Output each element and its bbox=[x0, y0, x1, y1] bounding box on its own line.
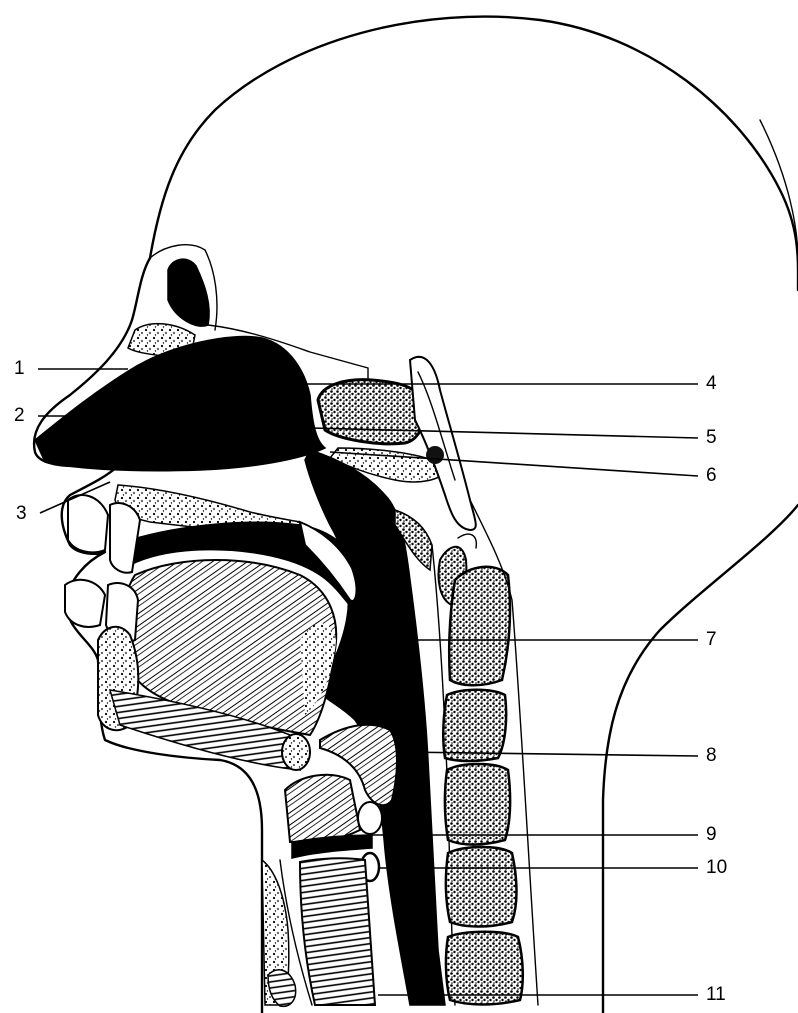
vertebra-c2 bbox=[449, 567, 510, 685]
hyoid bbox=[282, 734, 310, 770]
thyroid-cartilage bbox=[285, 775, 360, 843]
label-5: 5 bbox=[706, 428, 717, 447]
label-1: 1 bbox=[14, 359, 25, 378]
nasal-cavity bbox=[35, 337, 325, 471]
label-3: 3 bbox=[16, 504, 27, 523]
sphenoid-sinus bbox=[318, 380, 424, 444]
vertebra-c3 bbox=[443, 690, 506, 761]
label-2: 2 bbox=[14, 406, 25, 425]
arytenoid bbox=[358, 802, 382, 834]
label-9: 9 bbox=[706, 825, 717, 844]
vertebra-c5 bbox=[446, 847, 517, 927]
frontal-sinus bbox=[168, 259, 209, 326]
label-10: 10 bbox=[706, 858, 727, 877]
label-8: 8 bbox=[706, 746, 717, 765]
occipital-dark-spot bbox=[426, 446, 444, 464]
dens bbox=[458, 534, 476, 548]
upper-lip bbox=[68, 495, 108, 552]
label-6: 6 bbox=[706, 466, 717, 485]
label-11: 11 bbox=[706, 985, 726, 1004]
lower-lip bbox=[65, 580, 105, 627]
vertebra-c6 bbox=[446, 932, 523, 1005]
label-4: 4 bbox=[706, 374, 717, 393]
occipital-bone bbox=[410, 357, 476, 530]
neck-back-outline bbox=[603, 505, 798, 1013]
larynx-lower bbox=[300, 858, 375, 1005]
label-7: 7 bbox=[706, 630, 717, 649]
head-outline bbox=[150, 17, 798, 290]
vertebra-c4 bbox=[445, 764, 510, 845]
